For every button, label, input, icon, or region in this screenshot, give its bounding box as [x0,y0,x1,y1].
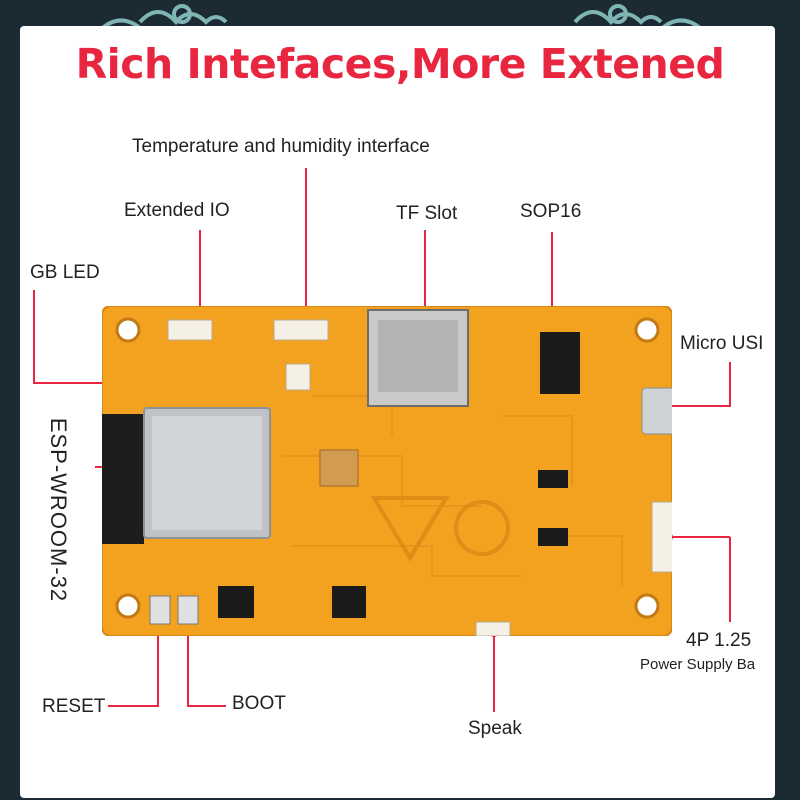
speaker-connector [475,621,511,636]
label-sop16: SOP16 [520,201,582,222]
temp-humidity-connector [273,319,329,341]
label-speak: Speak [468,718,522,739]
transistor [538,470,568,488]
qfn-pad [319,449,359,487]
label-temp-humidity: Temperature and humidity interface [132,136,430,157]
label-reset: RESET [42,696,106,717]
silkscreen-pb-logo [454,500,510,556]
cloud-ornament-right [573,4,702,32]
boot-button [177,595,199,625]
label-tf-slot: TF Slot [396,203,458,224]
pcb-board [102,306,672,636]
label-extended-io: Extended IO [124,200,230,221]
tf-slot-inner [378,320,458,392]
ic-chip [218,586,254,618]
transistor [538,528,568,546]
label-boot: BOOT [232,693,286,714]
micro-usb-port [641,387,672,435]
power-4p-connector [651,501,672,573]
headline: Rich Intefaces,More Extened [75,40,725,88]
label-module: ESP-WROOM-32 [46,417,71,603]
extended-io-connector [167,319,213,341]
antenna-area [102,414,144,544]
sop16-chip [540,332,580,394]
label-micro-usb: Micro USI [680,333,764,354]
reset-button [149,595,171,625]
label-power-supply: Power Supply Ba [640,656,756,673]
label-power-4p: 4P 1.25 [686,630,752,651]
mounting-hole [115,317,660,619]
rgb-led [285,363,311,391]
ic-chip [332,586,366,618]
module-shield [152,416,262,530]
label-rgb-led: GB LED [30,262,100,283]
silkscreen-triangle-logo [370,496,450,562]
